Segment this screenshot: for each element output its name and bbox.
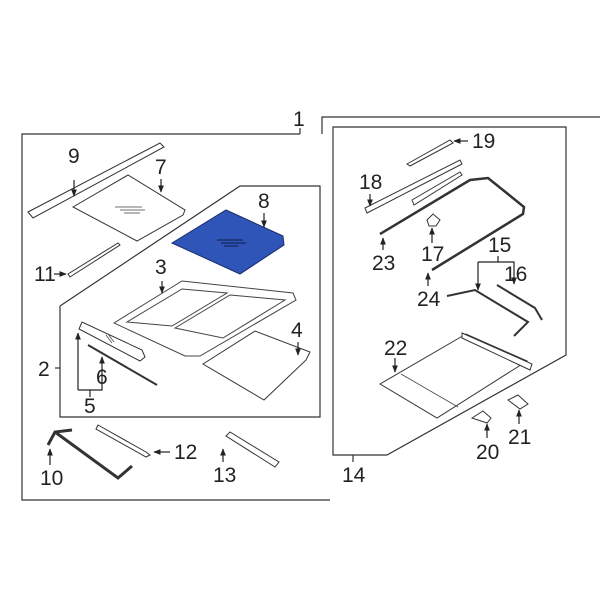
callout-3[interactable]: 3 [155, 256, 167, 279]
callout-13[interactable]: 13 [213, 464, 236, 487]
callout-2[interactable]: 2 [38, 358, 50, 381]
part-9-deflector[interactable] [27, 142, 165, 219]
part-10-drain-tube[interactable] [46, 428, 133, 480]
part-21-bracket[interactable] [507, 394, 529, 410]
callout-11[interactable]: 11 [34, 263, 56, 286]
part-guide[interactable] [411, 171, 463, 206]
part-16-cable[interactable] [496, 284, 543, 321]
callout-7[interactable]: 7 [155, 156, 167, 179]
part-15-mechanism[interactable] [446, 288, 530, 337]
part-4-shade[interactable] [202, 330, 311, 401]
callout-10[interactable]: 10 [40, 467, 63, 490]
callout-24[interactable]: 24 [417, 288, 441, 311]
assembly-1-frame [21, 133, 330, 501]
callout-14[interactable]: 14 [342, 464, 366, 487]
callout-15[interactable]: 15 [488, 234, 511, 257]
part-20-bracket[interactable] [470, 410, 492, 424]
callout-21[interactable]: 21 [508, 426, 531, 449]
part-23-24-seal[interactable] [379, 176, 526, 272]
part-8-glass-panel[interactable] [170, 209, 285, 275]
part-18-rail[interactable] [364, 159, 463, 214]
callout-22[interactable]: 22 [384, 337, 407, 360]
callout-19[interactable]: 19 [472, 130, 495, 153]
callout-20[interactable]: 20 [476, 441, 499, 464]
callout-16[interactable]: 16 [504, 263, 527, 286]
callout-4[interactable]: 4 [291, 319, 303, 342]
assembly-2-frame [59, 185, 321, 418]
callout-labels: 1 2 3 4 5 6 7 8 9 10 11 12 13 14 15 16 1… [34, 108, 531, 490]
callout-6[interactable]: 6 [96, 366, 108, 389]
part-19-trim[interactable] [406, 139, 454, 167]
part-13-trim[interactable] [225, 431, 280, 468]
callout-9[interactable]: 9 [68, 145, 80, 168]
assembly-14-frame [332, 126, 567, 456]
callout-17[interactable]: 17 [421, 243, 444, 266]
part-7-glass[interactable] [71, 174, 186, 242]
callout-18[interactable]: 18 [359, 171, 382, 194]
part-22-sunshade[interactable] [379, 332, 533, 419]
part-11-seal[interactable] [67, 242, 121, 278]
part-6-strip[interactable] [87, 344, 158, 386]
part-17-clip[interactable] [426, 213, 441, 227]
part-3-frame[interactable] [112, 280, 297, 357]
callout-12[interactable]: 12 [174, 441, 197, 464]
part-12-bracket[interactable] [95, 424, 151, 458]
part-5-deflector[interactable] [78, 321, 146, 362]
callout-23[interactable]: 23 [372, 252, 395, 275]
callout-5[interactable]: 5 [84, 395, 96, 418]
callout-1[interactable]: 1 [293, 108, 305, 131]
callout-8[interactable]: 8 [258, 190, 270, 213]
